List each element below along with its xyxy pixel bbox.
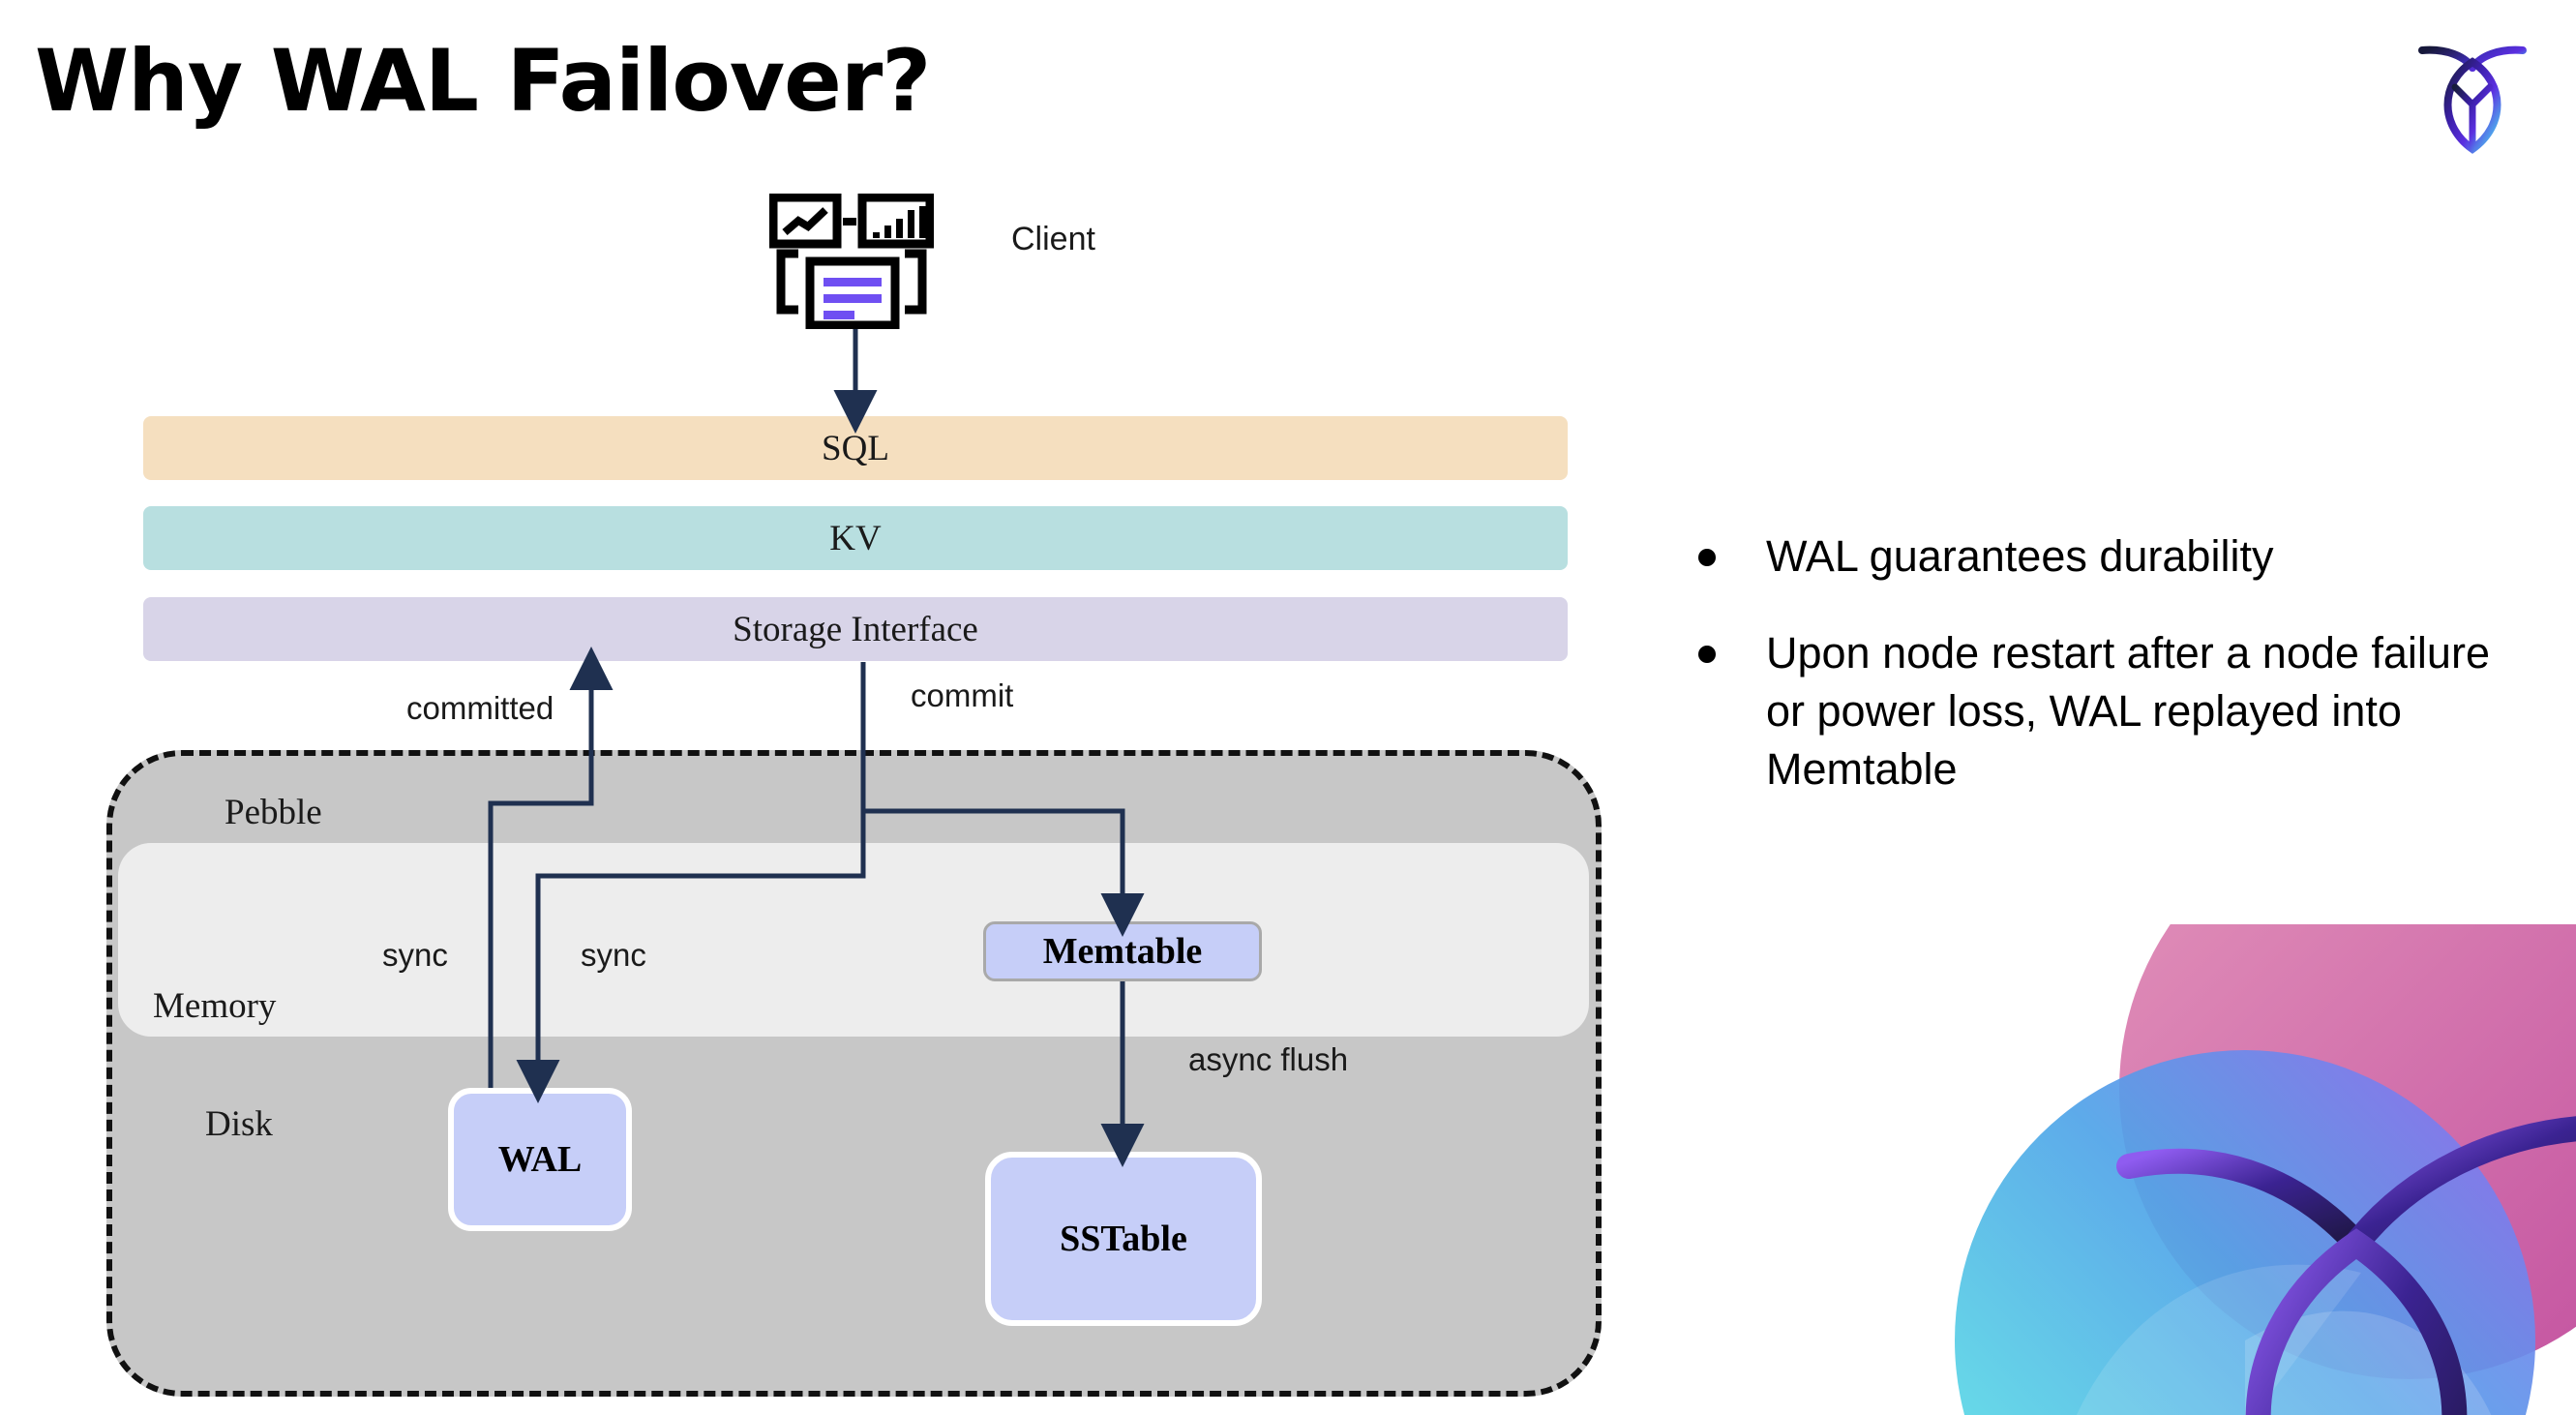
edge-label-commit: commit <box>911 677 1014 713</box>
architecture-diagram: Client SQL KV Storage Interface Pebble M… <box>106 193 1602 1397</box>
list-item: Upon node restart after a node failure o… <box>1698 624 2501 798</box>
layer-label-kv: KV <box>829 518 882 558</box>
brand-circles-artwork <box>1955 924 2576 1415</box>
bullet-text: WAL guarantees durability <box>1766 531 2274 581</box>
node-wal-label: WAL <box>497 1139 583 1180</box>
node-sstable-label: SSTable <box>1060 1219 1187 1259</box>
layer-bar-kv: KV <box>143 506 1568 570</box>
node-memtable-label: Memtable <box>1042 931 1203 972</box>
bullet-dot-icon <box>1698 549 1716 566</box>
node-sstable: SSTable <box>985 1152 1262 1326</box>
layer-label-storage: Storage Interface <box>733 609 978 649</box>
layer-bar-storage: Storage Interface <box>143 597 1568 661</box>
cockroachdb-logo <box>2410 33 2535 155</box>
edge-label-sync-2: sync <box>581 937 646 973</box>
bullet-text: Upon node restart after a node failure o… <box>1766 627 2490 794</box>
edge-label-committed: committed <box>406 690 554 726</box>
bullet-list: WAL guarantees durability Upon node rest… <box>1698 527 2501 836</box>
pebble-label: Pebble <box>225 793 322 832</box>
layer-label-sql: SQL <box>822 428 889 468</box>
client-dashboard-icon <box>768 193 935 330</box>
edge-label-sync-1: sync <box>382 937 448 973</box>
list-item: WAL guarantees durability <box>1698 527 2501 586</box>
edge-label-async-flush: async flush <box>1188 1041 1349 1077</box>
layer-bar-sql: SQL <box>143 416 1568 480</box>
node-wal: WAL <box>448 1088 632 1231</box>
page-title: Why WAL Failover? <box>35 31 931 131</box>
disk-label: Disk <box>205 1104 273 1144</box>
memory-label: Memory <box>153 986 277 1026</box>
bullet-dot-icon <box>1698 645 1716 663</box>
memory-region <box>118 843 1589 1037</box>
client-label: Client <box>1011 221 1095 257</box>
node-memtable: Memtable <box>983 921 1262 981</box>
